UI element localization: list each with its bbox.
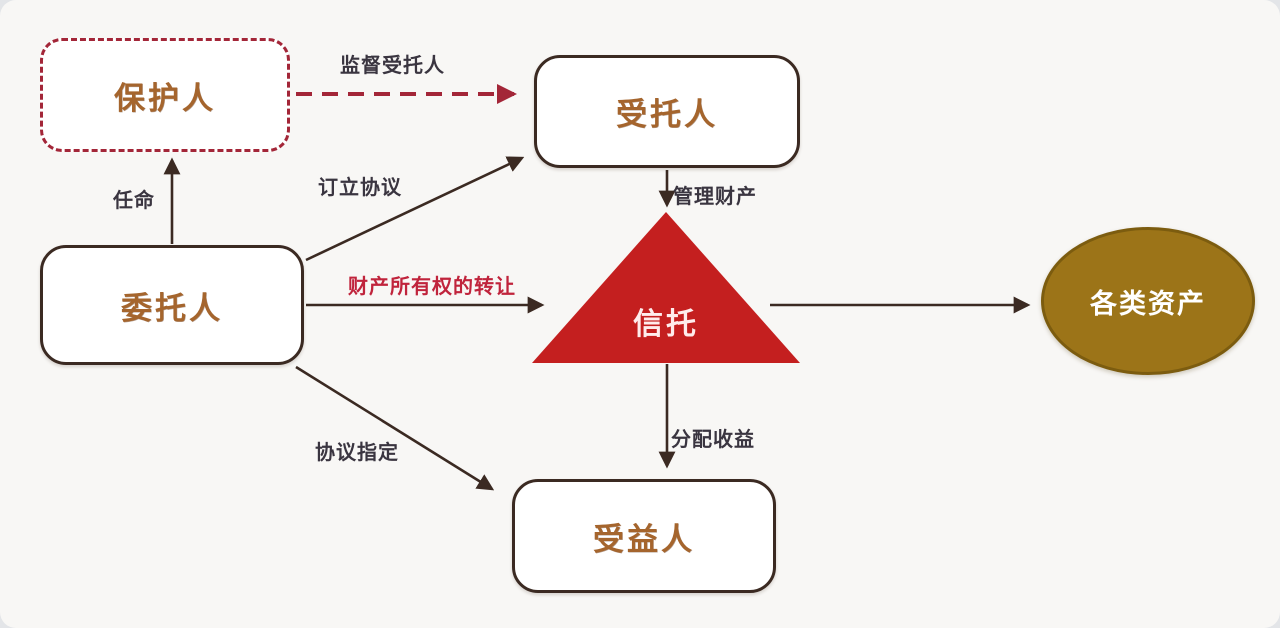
edge-label-agreement: 订立协议 — [318, 177, 402, 199]
node-trustee-label: 受托人 — [616, 97, 718, 132]
edge-label-supervise: 监督受托人 — [340, 55, 445, 77]
edge-label-designate: 协议指定 — [315, 442, 399, 464]
edge-label-distribute: 分配收益 — [671, 429, 755, 451]
edge-designate-arrow — [295, 365, 495, 491]
node-assets[interactable]: 各类资产 — [1041, 227, 1255, 375]
edge-agreement-arrow — [305, 156, 525, 262]
node-beneficiary[interactable]: 受益人 — [512, 479, 776, 593]
node-protector-label: 保护人 — [114, 80, 216, 116]
node-assets-label: 各类资产 — [1090, 288, 1206, 319]
node-trustee[interactable]: 受托人 — [534, 55, 800, 168]
node-settlor-label: 委托人 — [121, 290, 223, 326]
node-trust-label: 信托 — [633, 308, 699, 341]
node-protector[interactable]: 保护人 — [40, 38, 290, 152]
edge-label-transfer: 财产所有权的转让 — [348, 276, 516, 298]
node-beneficiary-label: 受益人 — [593, 521, 695, 557]
edge-label-manage: 管理财产 — [673, 186, 757, 208]
edge-label-appoint: 任命 — [113, 190, 155, 212]
node-settlor[interactable]: 委托人 — [40, 245, 304, 365]
